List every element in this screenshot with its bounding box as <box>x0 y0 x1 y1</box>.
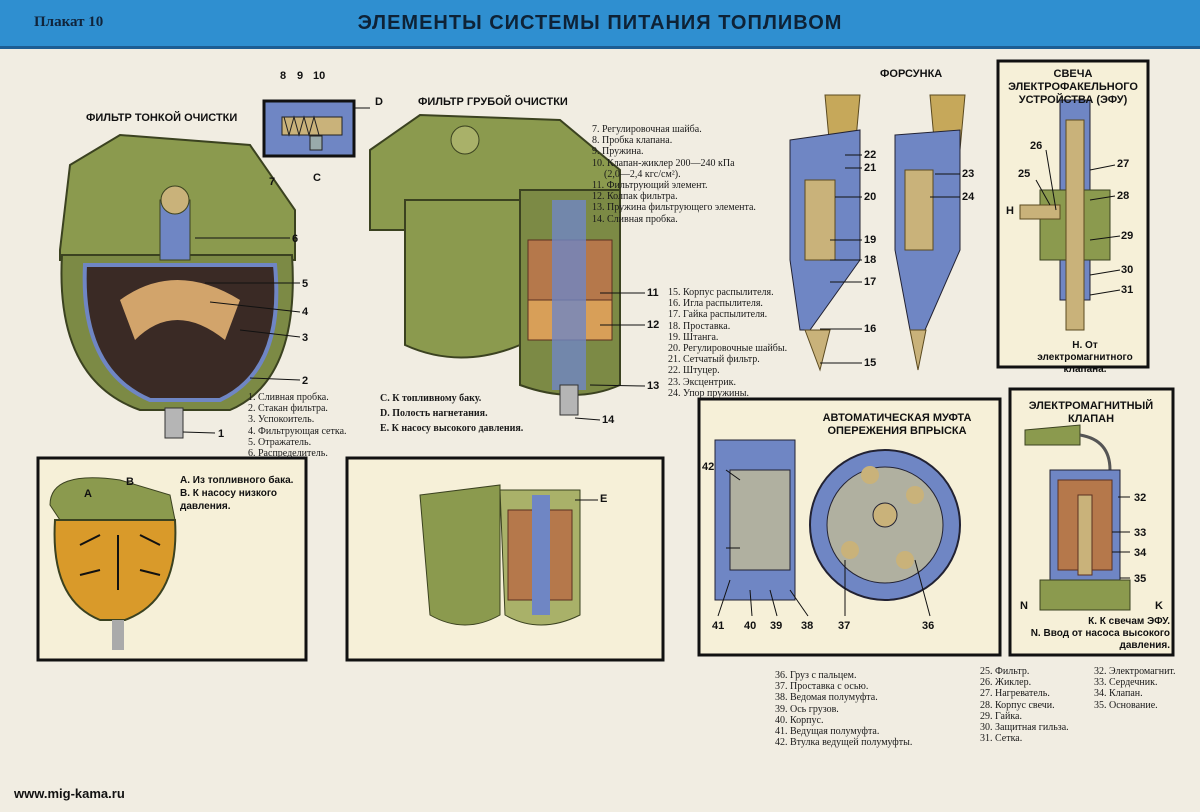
injector-illustration <box>789 94 966 372</box>
fine-number: 2 <box>302 375 309 387</box>
fine-filter-legend: 1. Сливная пробка.2. Стакан фильтра.3. У… <box>248 392 347 460</box>
fine-filter-title: ФИЛЬТР ТОНКОЙ ОЧИСТКИ <box>86 112 238 124</box>
glow-number: 25 <box>1018 168 1031 180</box>
plakat-number: Плакат 10 <box>34 14 104 30</box>
coupling-number: 41 <box>712 620 725 632</box>
coarse-filter-illustration <box>369 113 646 421</box>
coarse-number: 14 <box>602 414 615 426</box>
injector-number: 21 <box>864 162 877 174</box>
coarse-filter-title: ФИЛЬТР ГРУБОЙ ОЧИСТКИ <box>418 96 568 108</box>
fine-filter-illustration <box>59 133 301 439</box>
coupling-illustration <box>697 397 1002 657</box>
coupling-number: 36 <box>922 620 935 632</box>
injector-number: 19 <box>864 234 877 246</box>
website-link[interactable]: www.mig-kama.ru <box>14 786 125 801</box>
inset-label-9: 9 <box>297 70 304 82</box>
glow-number: 29 <box>1121 230 1134 242</box>
flow-caption-left: А. Из топливного бака.В. К насосу низког… <box>180 475 294 512</box>
coupling-title: АВТОМАТИЧЕСКАЯ МУФТА ОПЕРЕЖЕНИЯ ВПРЫСКА <box>822 412 972 437</box>
solenoid-valve-illustration <box>1008 387 1175 657</box>
glow-plug-illustration <box>996 59 1150 369</box>
fine-number: 1 <box>218 428 225 440</box>
coupling-number: 38 <box>801 620 814 632</box>
valve-inset-illustration <box>262 99 370 158</box>
valve-letter-n: N <box>1020 600 1028 612</box>
inset-label-7: 7 <box>269 176 276 188</box>
inset-label-c: C <box>313 172 321 184</box>
injector-number: 22 <box>864 149 877 161</box>
header-bar <box>0 0 1200 49</box>
injector-title: ФОРСУНКА <box>880 68 943 80</box>
valve-number: 33 <box>1134 527 1147 539</box>
glow-number: 27 <box>1117 158 1130 170</box>
glow-plug-title: СВЕЧА ЭЛЕКТРОФАКЕЛЬНОГО УСТРОЙСТВА (ЭФУ) <box>1008 68 1138 106</box>
glow-valve-legend-a: 25. Фильтр.26. Жиклер.27. Нагреватель. 2… <box>980 666 1069 745</box>
injector-number: 20 <box>864 191 877 203</box>
coarse-filter-legend-top: 7. Регулировочная шайба.8. Пробка клапан… <box>592 124 756 225</box>
injector-number: 17 <box>864 276 877 288</box>
fine-number: 3 <box>302 332 309 344</box>
coupling-legend: 36. Груз с пальцем.37. Проставка с осью.… <box>775 670 913 749</box>
flow-letter-a: А <box>84 488 92 500</box>
injector-number: 24 <box>962 191 975 203</box>
coarse-number: 12 <box>647 319 660 331</box>
inset-label-8: 8 <box>280 70 287 82</box>
flow-letter-e: E <box>600 493 608 505</box>
injector-legend: 15. Корпус распылителя.16. Игла распылит… <box>668 287 788 399</box>
valve-number: 34 <box>1134 547 1147 559</box>
coupling-number: 42 <box>702 461 715 473</box>
injector-number: 16 <box>864 323 877 335</box>
glow-number: 28 <box>1117 190 1130 202</box>
fine-number: 5 <box>302 278 309 290</box>
valve-letter-k: K <box>1155 600 1163 612</box>
glow-valve-legend-b: 32. Электромагнит.33. Сердечник.34. Клап… <box>1094 666 1176 711</box>
inset-label-10: 10 <box>313 70 326 82</box>
fine-number: 4 <box>302 306 309 318</box>
valve-number: 32 <box>1134 492 1147 504</box>
valve-title: ЭЛЕКТРОМАГНИТНЫЙ КЛАПАН <box>1028 400 1154 425</box>
flow-letter-b: В <box>126 476 134 488</box>
glow-number: 30 <box>1121 264 1134 276</box>
coupling-number: 39 <box>770 620 783 632</box>
injector-number: 18 <box>864 254 877 266</box>
injector-number: 15 <box>864 357 877 369</box>
flow-diagram-left <box>36 456 308 662</box>
coarse-number: 13 <box>647 380 660 392</box>
coupling-number: 40 <box>744 620 757 632</box>
valve-number: 35 <box>1134 573 1147 585</box>
glow-caption: Н. От электромагнитного клапана. <box>1037 340 1133 375</box>
coupling-number: 37 <box>838 620 851 632</box>
coarse-number: 11 <box>647 287 659 299</box>
glow-number: 31 <box>1121 284 1134 296</box>
glow-h-label: H <box>1006 205 1014 217</box>
inset-label-d: D <box>375 96 383 108</box>
coarse-filter-legend-cde: C. К топливному баку.D. Полость нагнетан… <box>380 393 524 434</box>
valve-caption: К. К свечам ЭФУ.N. Ввод от насоса высоко… <box>1030 616 1170 651</box>
flow-diagram-mid <box>345 456 665 662</box>
glow-number: 26 <box>1030 140 1043 152</box>
injector-number: 23 <box>962 168 975 180</box>
fine-number: 6 <box>292 233 299 245</box>
page-title: ЭЛЕМЕНТЫ СИСТЕМЫ ПИТАНИЯ ТОПЛИВОМ <box>357 12 843 34</box>
